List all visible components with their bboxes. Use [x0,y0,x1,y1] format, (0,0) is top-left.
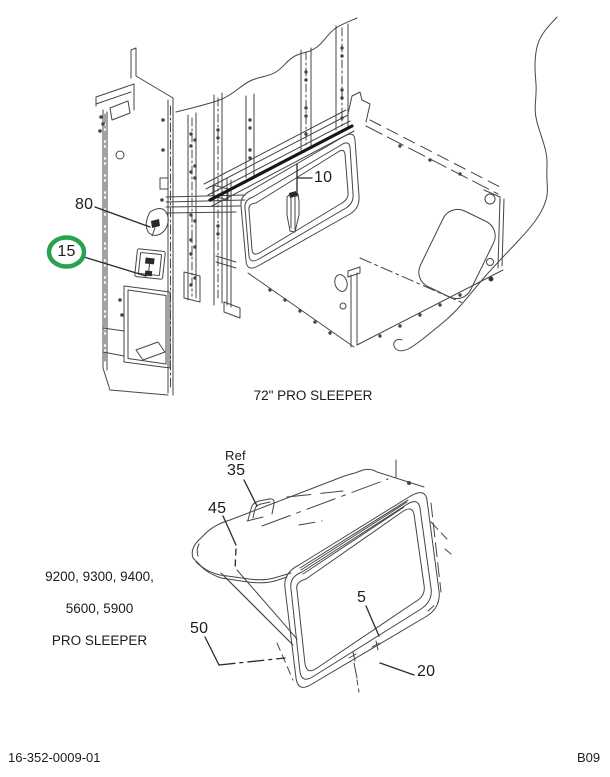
callout-5[interactable]: 5 [357,589,367,606]
callout-10[interactable]: 10 [314,169,333,186]
document-number: 16-352-0009-01 [8,750,101,765]
callout-80[interactable]: 80 [75,196,94,213]
callout-50[interactable]: 50 [190,620,209,637]
window-latch-10 [286,191,300,233]
storage-pocket [102,285,171,369]
glass-latch-tab [246,498,275,522]
latch-80 [145,208,169,237]
break-lines [175,16,558,352]
callout-45[interactable]: 45 [208,500,227,517]
top-callout-leaders [83,163,313,277]
figure-bottom-caption-line1: 9200, 9300, 9400, [45,569,154,584]
retainer-clips [348,640,380,693]
sleeper-box [247,119,505,348]
window-frame [240,133,360,269]
page-code: B09 [577,750,601,765]
window-glass [191,468,425,584]
wall-studs [183,23,349,319]
wall-rails [165,194,246,269]
latch-15 [134,248,166,280]
callout-35-ref: Ref [225,448,246,463]
bottom-callout-leaders [204,479,415,676]
roof-rail [203,91,371,207]
callout-15[interactable]: 15 [57,243,76,260]
side-panel [95,47,174,396]
figure-top-caption: 72" PRO SLEEPER [253,388,373,403]
top-figure-drawing [46,16,558,396]
support-arms [220,569,298,681]
callout-20[interactable]: 20 [417,663,436,680]
figure-bottom-caption: 9200, 9300, 9400, 5600, 5900 PRO SLEEPER [27,553,172,665]
figure-bottom-caption-line3: PRO SLEEPER [51,633,148,648]
callout-35[interactable]: 35 [227,462,246,479]
figure-bottom-caption-line2: 5600, 5900 [65,601,134,616]
window-seal [284,459,452,688]
bottom-figure-drawing [191,459,452,693]
highlight-circle-15 [46,235,87,269]
